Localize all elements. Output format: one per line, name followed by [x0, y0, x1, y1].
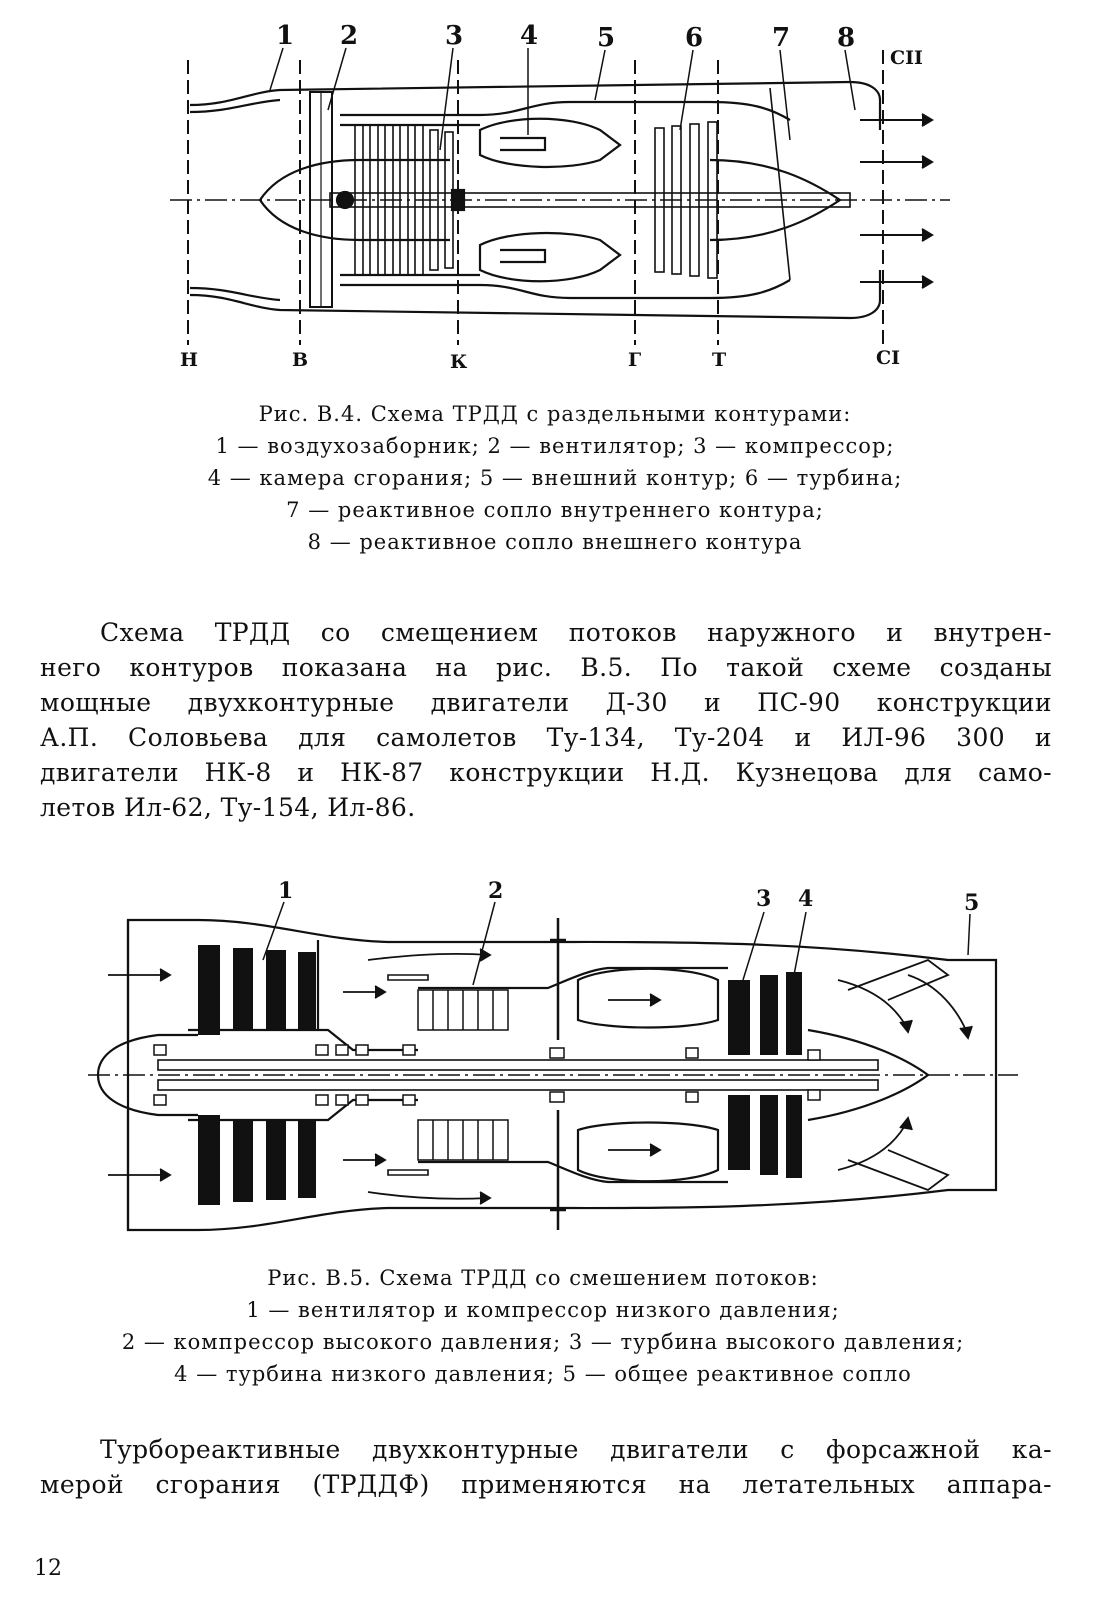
- fig1-section-g: Г: [628, 349, 641, 371]
- fig1-section-k: К: [450, 351, 468, 373]
- caption-line: 2 — компрессор высокого давления; 3 — ту…: [121, 1330, 965, 1354]
- fig2-label-2: 2: [488, 880, 503, 904]
- text-line: летов Ил-62, Ту-154, Ил-86.: [40, 793, 416, 822]
- figure-b5-mixed-flow-turbofan: 1 2 3 4 5: [88, 878, 1023, 1250]
- fig2-label-4: 4: [798, 886, 813, 912]
- fig1-label-2: 2: [340, 21, 358, 51]
- caption-line: 8 — реактивное сопло внешнего контура: [307, 530, 803, 554]
- caption-line: 1 — вентилятор и компрессор низкого давл…: [246, 1298, 840, 1322]
- fig1-section-top: СII: [890, 47, 923, 69]
- fig1-label-3: 3: [445, 21, 463, 51]
- figure-b4-caption: Рис. В.4. Схема ТРДД с раздельными конту…: [100, 398, 1010, 558]
- text-line: А.П. Соловьева для самолетов Ту-134, Ту-…: [40, 723, 1052, 752]
- fig2-label-5: 5: [964, 890, 979, 916]
- caption-line: 7 — реактивное сопло внутреннего контура…: [286, 498, 824, 522]
- fig1-label-1: 1: [276, 21, 294, 51]
- fig1-section-s1: СI: [876, 347, 900, 369]
- text-line: двигатели НК-8 и НК-87 конструкции Н.Д. …: [40, 758, 1052, 787]
- page-number: 12: [34, 1556, 62, 1581]
- caption-line: 1 — воздухозаборник; 2 — вентилятор; 3 —…: [215, 434, 895, 458]
- text-line: мощные двухконтурные двигатели Д-30 и ПС…: [40, 688, 1052, 717]
- fig1-section-v: В: [292, 349, 308, 371]
- caption-title: Рис. В.4. Схема ТРДД с раздельными конту…: [258, 402, 852, 426]
- figure-b4-separate-flow-turbofan: 1 2 3 4 5 6 7 8 СII Н В К Г Т СI: [150, 20, 970, 375]
- text-line: мерой сгорания (ТРДДФ) применяются на ле…: [40, 1470, 1052, 1499]
- text-line: Турбореактивные двухконтурные двигатели …: [100, 1435, 1052, 1464]
- figure-b5-caption: Рис. В.5. Схема ТРДД со смешением потоко…: [38, 1262, 1048, 1390]
- fig1-label-8: 8: [837, 23, 855, 53]
- caption-title: Рис. В.5. Схема ТРДД со смешением потоко…: [267, 1266, 819, 1290]
- body-paragraph: Схема ТРДД со смещением потоков наружног…: [40, 615, 1052, 825]
- fig1-section-n: Н: [180, 349, 198, 371]
- body-paragraph: Турбореактивные двухконтурные двигатели …: [40, 1432, 1052, 1502]
- fig1-label-6: 6: [685, 23, 703, 53]
- fig2-label-1: 1: [278, 880, 293, 904]
- caption-line: 4 — камера сгорания; 5 — внешний контур;…: [207, 466, 903, 490]
- caption-line: 4 — турбина низкого давления; 5 — общее …: [174, 1362, 912, 1386]
- text-line: Схема ТРДД со смещением потоков наружног…: [100, 618, 1052, 647]
- fig1-label-5: 5: [597, 23, 615, 53]
- text-line: него контуров показана на рис. В.5. По т…: [40, 653, 1052, 682]
- fig2-label-3: 3: [756, 886, 771, 912]
- fig1-label-4: 4: [520, 21, 538, 51]
- fig1-section-t: Т: [712, 349, 726, 371]
- fig1-label-7: 7: [772, 23, 790, 53]
